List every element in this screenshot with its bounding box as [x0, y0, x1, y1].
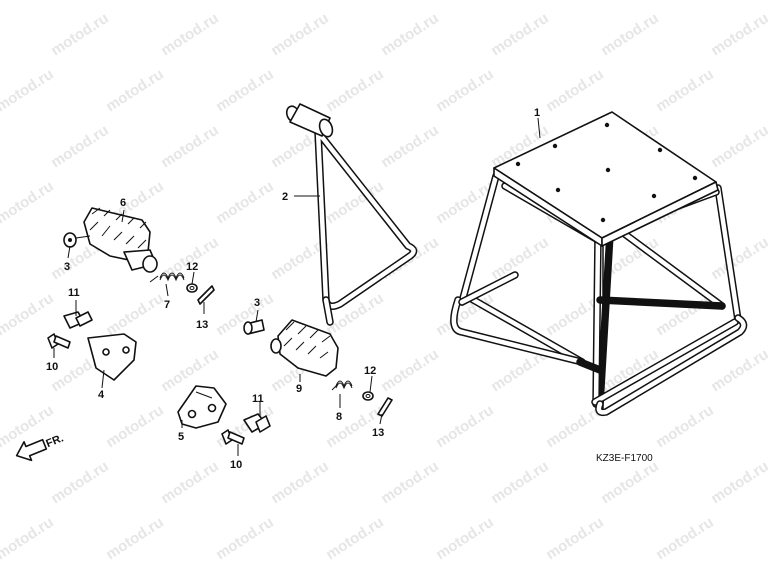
- callout-8: 8: [336, 411, 342, 423]
- callout-9: 9: [296, 383, 302, 395]
- part-7-spring-left: [149, 272, 185, 283]
- watermark-text: motod.ru: [48, 10, 112, 60]
- watermark-text: motod.ru: [103, 402, 167, 452]
- watermark-text: motod.ru: [213, 66, 277, 116]
- watermark-text: motod.ru: [598, 458, 662, 508]
- watermark-text: motod.ru: [653, 402, 717, 452]
- watermark-text: motod.ru: [708, 346, 768, 396]
- watermark-layer: motod.ru motod.ru motod.ru motod.ru motod.ru…: [0, 10, 768, 564]
- watermark-text: motod.ru: [213, 178, 277, 228]
- watermark-text: motod.ru: [433, 514, 497, 564]
- watermark-text: motod.ru: [378, 458, 442, 508]
- watermark-text: motod.ru: [103, 514, 167, 564]
- watermark-text: motod.ru: [708, 234, 768, 284]
- callout-labels: 1 2 3 3 4 5 6 7 8 9 10 10 11 11 12 12 13…: [46, 107, 540, 471]
- callout-6: 6: [120, 197, 126, 209]
- callout-12-right: 12: [364, 365, 376, 377]
- front-direction-indicator: FR.: [15, 432, 65, 462]
- watermark-text: motod.ru: [708, 10, 768, 60]
- part-13-pin-right: [377, 397, 393, 417]
- callout-11-right: 11: [252, 393, 264, 405]
- callout-13-left: 13: [196, 319, 208, 331]
- watermark-text: motod.ru: [598, 10, 662, 60]
- part-12-washer-right: [362, 391, 374, 401]
- watermark-text: motod.ru: [488, 234, 552, 284]
- watermark-text: motod.ru: [323, 66, 387, 116]
- watermark-text: motod.ru: [0, 66, 57, 116]
- part-6-footpeg-left: [63, 207, 158, 273]
- watermark-text: motod.ru: [158, 458, 222, 508]
- callout-7: 7: [164, 299, 170, 311]
- watermark-text: motod.ru: [378, 346, 442, 396]
- callout-12-left: 12: [186, 261, 198, 273]
- watermark-text: motod.ru: [378, 10, 442, 60]
- callout-10-right: 10: [230, 459, 242, 471]
- watermark-text: motod.ru: [433, 402, 497, 452]
- part-1-stand: [450, 111, 748, 417]
- watermark-text: motod.ru: [48, 458, 112, 508]
- watermark-text: motod.ru: [488, 10, 552, 60]
- watermark-text: motod.ru: [543, 66, 607, 116]
- watermark-text: motod.ru: [268, 10, 332, 60]
- watermark-text: motod.ru: [0, 290, 57, 340]
- callout-2: 2: [282, 191, 288, 203]
- callout-5: 5: [178, 431, 184, 443]
- part-12-washer-left: [186, 283, 198, 293]
- callout-13-right: 13: [372, 427, 384, 439]
- part-10-bolt-right: [221, 429, 245, 445]
- watermark-text: motod.ru: [378, 122, 442, 172]
- watermark-text: motod.ru: [268, 458, 332, 508]
- watermark-text: motod.ru: [323, 514, 387, 564]
- part-11-bolt-left: [63, 311, 93, 329]
- part-10-bolt-left: [47, 333, 71, 349]
- watermark-text: motod.ru: [708, 458, 768, 508]
- watermark-text: motod.ru: [0, 178, 57, 228]
- watermark-text: motod.ru: [653, 66, 717, 116]
- callout-3-left: 3: [64, 261, 70, 273]
- diagram-code: KZ3E-F1700: [596, 453, 653, 464]
- watermark-text: motod.ru: [48, 122, 112, 172]
- watermark-text: motod.ru: [708, 122, 768, 172]
- watermark-text: motod.ru: [158, 122, 222, 172]
- part-9-footpeg-right: [243, 319, 339, 377]
- arrow-left-icon: [15, 438, 48, 462]
- watermark-text: motod.ru: [103, 290, 167, 340]
- part-4-bracket-left: [87, 333, 137, 381]
- watermark-text: motod.ru: [433, 66, 497, 116]
- callout-1: 1: [534, 107, 540, 119]
- leader-lines: [53, 117, 541, 456]
- part-13-pin-left: [197, 285, 215, 305]
- watermark-text: motod.ru: [158, 10, 222, 60]
- watermark-text: motod.ru: [103, 66, 167, 116]
- callout-11-left: 11: [68, 287, 80, 299]
- part-8-spring-right: [331, 380, 353, 391]
- callout-4: 4: [98, 389, 105, 401]
- watermark-text: motod.ru: [0, 514, 57, 564]
- watermark-text: motod.ru: [543, 514, 607, 564]
- part-11-bolt-right: [243, 413, 271, 433]
- part-5-bracket-right: [177, 385, 227, 429]
- watermark-text: motod.ru: [488, 458, 552, 508]
- watermark-text: motod.ru: [653, 514, 717, 564]
- direction-label: FR.: [44, 432, 65, 450]
- callout-3-right: 3: [254, 297, 260, 309]
- callout-10-left: 10: [46, 361, 58, 373]
- part-2-lift-bar: [285, 103, 418, 326]
- watermark-text: motod.ru: [213, 514, 277, 564]
